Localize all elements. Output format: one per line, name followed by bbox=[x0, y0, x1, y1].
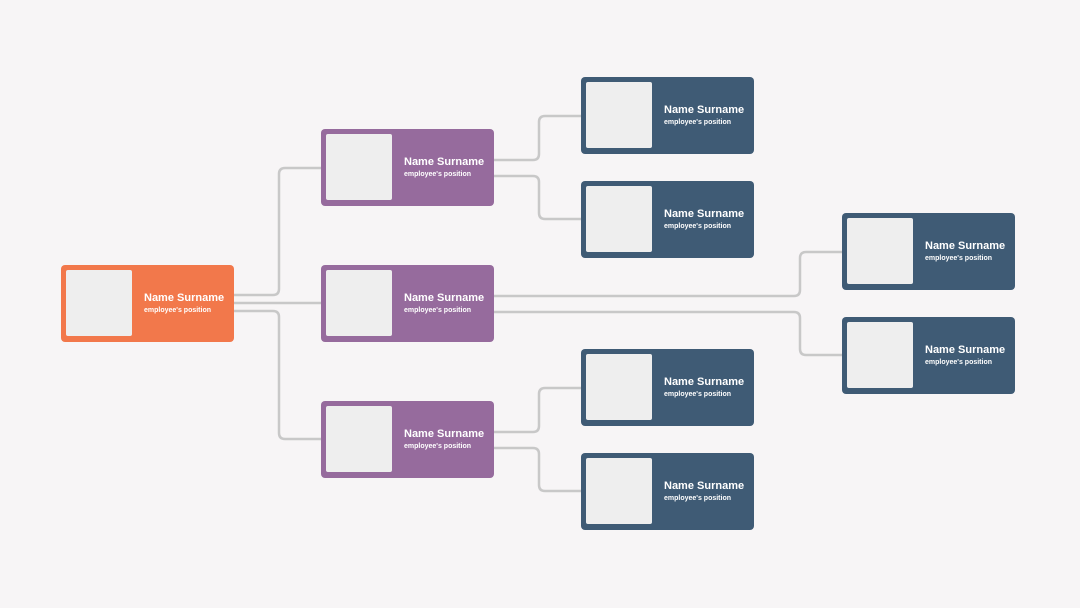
employee-name: Name Surname bbox=[404, 292, 485, 304]
employee-position: employee's position bbox=[404, 171, 472, 178]
connector-m3-l5 bbox=[492, 386, 583, 434]
employee-position: employee's position bbox=[404, 443, 472, 450]
org-node-employee-3[interactable]: Name Surname employee's position bbox=[842, 213, 1015, 290]
photo-placeholder bbox=[326, 134, 392, 200]
employee-position: employee's position bbox=[925, 255, 993, 262]
org-node-employee-5[interactable]: Name Surname employee's position bbox=[581, 349, 754, 426]
connector-m2-l4 bbox=[492, 310, 844, 357]
connector-root-m1 bbox=[232, 166, 323, 297]
employee-name: Name Surname bbox=[144, 292, 225, 304]
employee-name: Name Surname bbox=[404, 428, 485, 440]
photo-placeholder bbox=[326, 406, 392, 472]
connector-m1-l2 bbox=[492, 174, 583, 221]
org-node-employee-4[interactable]: Name Surname employee's position bbox=[842, 317, 1015, 394]
org-node-manager-2[interactable]: Name Surname employee's position bbox=[321, 265, 494, 342]
photo-placeholder bbox=[586, 186, 652, 252]
employee-name: Name Surname bbox=[664, 104, 745, 116]
employee-name: Name Surname bbox=[664, 480, 745, 492]
photo-placeholder bbox=[586, 82, 652, 148]
photo-placeholder bbox=[66, 270, 132, 336]
employee-position: employee's position bbox=[664, 223, 732, 230]
employee-name: Name Surname bbox=[404, 156, 485, 168]
connector-m3-l6 bbox=[492, 446, 583, 493]
photo-placeholder bbox=[586, 354, 652, 420]
employee-position: employee's position bbox=[404, 307, 472, 314]
photo-placeholder bbox=[847, 218, 913, 284]
employee-position: employee's position bbox=[664, 495, 732, 502]
org-node-manager-1[interactable]: Name Surname employee's position bbox=[321, 129, 494, 206]
connector-root-m3 bbox=[232, 309, 323, 441]
org-node-manager-3[interactable]: Name Surname employee's position bbox=[321, 401, 494, 478]
employee-name: Name Surname bbox=[664, 376, 745, 388]
employee-name: Name Surname bbox=[925, 344, 1006, 356]
employee-name: Name Surname bbox=[925, 240, 1006, 252]
photo-placeholder bbox=[586, 458, 652, 524]
connector-m1-l1 bbox=[492, 114, 583, 162]
org-node-employee-2[interactable]: Name Surname employee's position bbox=[581, 181, 754, 258]
org-node-root[interactable]: Name Surname employee's position bbox=[61, 265, 234, 342]
employee-position: employee's position bbox=[664, 391, 732, 398]
employee-position: employee's position bbox=[664, 119, 732, 126]
photo-placeholder bbox=[847, 322, 913, 388]
photo-placeholder bbox=[326, 270, 392, 336]
org-node-employee-6[interactable]: Name Surname employee's position bbox=[581, 453, 754, 530]
employee-name: Name Surname bbox=[664, 208, 745, 220]
employee-position: employee's position bbox=[144, 307, 212, 314]
org-node-employee-1[interactable]: Name Surname employee's position bbox=[581, 77, 754, 154]
connector-m2-l3 bbox=[492, 250, 844, 298]
employee-position: employee's position bbox=[925, 359, 993, 366]
